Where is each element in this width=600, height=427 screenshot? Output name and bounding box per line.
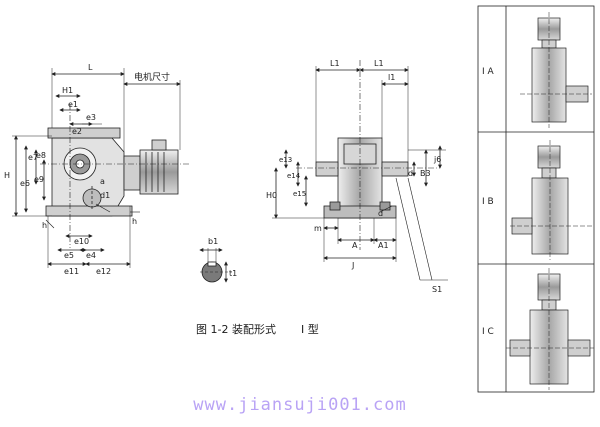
dim-a: a	[100, 177, 105, 186]
dim-e11: e11	[64, 267, 79, 276]
dim-d-bottom: d	[378, 209, 383, 218]
dim-m: m	[314, 224, 322, 233]
dim-S1: S1	[432, 285, 442, 294]
front-view	[272, 60, 448, 281]
dim-e5: e5	[64, 251, 74, 260]
dim-h-right: h	[132, 217, 137, 226]
mounting-panels-frame	[477, 5, 595, 393]
side-view-labels: L 电机尺寸 H1 e1 e3 e2 H e6 e7 e8 e9 a d1 h …	[4, 63, 170, 276]
dim-e2: e2	[72, 127, 82, 136]
top-flange	[47, 127, 121, 139]
motor-adapter	[123, 155, 141, 191]
panel-label-ia: I A	[482, 67, 495, 77]
dim-e7: e7	[28, 153, 38, 162]
dim-e12: e12	[96, 267, 111, 276]
dim-L1-left: L1	[330, 59, 340, 68]
dim-d: d	[408, 169, 413, 178]
dim-t1: t1	[229, 269, 237, 278]
panel-ic-drawing	[506, 268, 594, 390]
dim-e6: e6	[20, 179, 30, 188]
dim-A: A	[352, 241, 358, 250]
caption-figure: 图 1-2 装配形式	[196, 323, 276, 336]
dim-e9: e9	[34, 175, 44, 184]
watermark-url: www.jiansuji001.com	[193, 395, 407, 415]
panel-ib-drawing	[510, 140, 592, 260]
dim-e8: e8	[36, 151, 46, 160]
dim-L1-right: L1	[374, 59, 384, 68]
dim-H0: H0	[266, 191, 277, 200]
shaft-labels: b1 t1	[208, 237, 237, 278]
dim-e10: e10	[74, 237, 89, 246]
dim-b1: b1	[208, 237, 218, 246]
right-shaft	[381, 161, 409, 177]
panel-label-ib: I B	[482, 197, 494, 207]
side-view	[12, 68, 190, 268]
dim-B3: B3	[420, 169, 431, 178]
shaft-section	[199, 248, 232, 283]
dim-e4: e4	[86, 251, 96, 260]
dim-H1: H1	[62, 86, 73, 95]
dim-j6: j6	[433, 155, 441, 164]
panel-label-ic: I C	[482, 327, 494, 337]
dim-A1: A1	[378, 241, 389, 250]
figure-caption: 图 1-2 装配形式 I 型	[196, 321, 396, 337]
dim-e1: e1	[68, 100, 78, 109]
dim-e13: e13	[279, 156, 292, 164]
dim-e15: e15	[293, 190, 306, 198]
left-shaft	[315, 161, 339, 177]
dim-h-left: h	[42, 221, 47, 230]
dim-H: H	[4, 171, 10, 180]
caption-type: I 型	[300, 323, 319, 336]
dim-d1-side: d1	[100, 191, 110, 200]
front-view-labels: L1 L1 l1 e13 e14 e15 H0 d B3 j6 m d A A1…	[266, 59, 442, 294]
dim-e3: e3	[86, 113, 96, 122]
panel-labels: I A I B I C	[482, 67, 495, 337]
base-foot	[45, 205, 133, 217]
terminal-box	[151, 139, 167, 151]
dim-motor-size: 电机尺寸	[134, 71, 170, 83]
dim-l1: l1	[388, 73, 395, 82]
dim-L: L	[88, 63, 93, 72]
panel-ia-drawing	[520, 12, 592, 128]
dim-e14: e14	[287, 172, 301, 180]
dim-J: J	[351, 261, 354, 270]
